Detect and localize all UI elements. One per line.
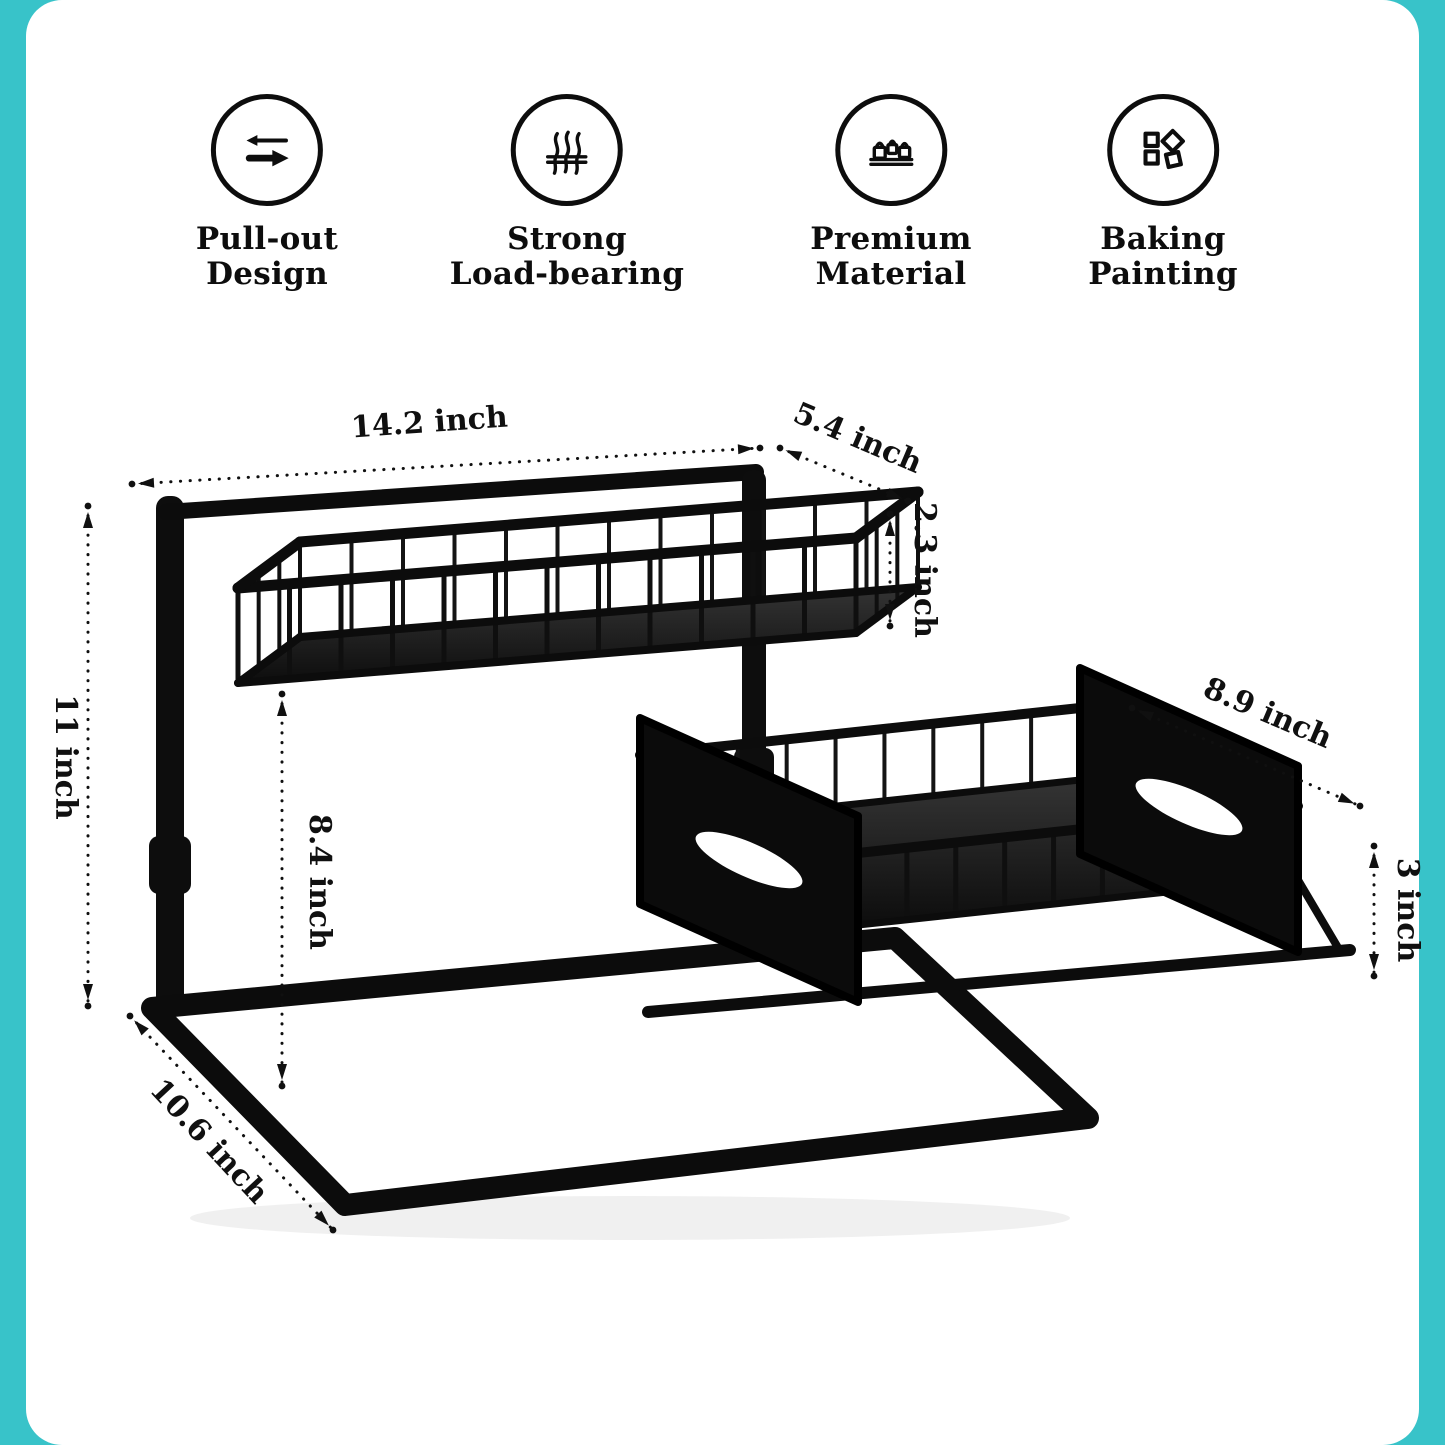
dimension-tray-height: 3 inch: [1369, 842, 1425, 980]
feature-label-line: Strong: [507, 221, 627, 257]
shapes-icon: [1107, 94, 1219, 206]
ground-shadow: [190, 1196, 1070, 1240]
dimension-label: 8.4 inch: [302, 814, 337, 950]
feature-label: Premium Material: [810, 222, 971, 291]
dimension-label: 14.2 inch: [350, 400, 509, 446]
top-basket-left-rim: [232, 536, 306, 594]
feature-label-line: Material: [815, 255, 967, 292]
bottom-tray-left-panel: [636, 714, 862, 1006]
dimension-line: [776, 444, 912, 505]
base-frame: [141, 927, 1099, 1216]
slide-rail: [642, 876, 1356, 1018]
feature-label-line: Load-bearing: [449, 255, 685, 292]
left-post: [156, 496, 184, 1014]
feature-label: Pull-out Design: [196, 222, 338, 291]
load-bearing-icon-glyph: [546, 130, 588, 175]
feature-pull-out-design: Pull-out Design: [196, 94, 338, 291]
feature-label-line: Painting: [1088, 255, 1238, 292]
bottom-tray: [635, 664, 1303, 1006]
left-post-adjuster: [149, 836, 191, 894]
dimension-label: 2.3 inch: [907, 502, 942, 638]
dimension-frame-height: 11 inch: [48, 502, 93, 1010]
top-rail: [158, 464, 764, 520]
dimension-label: 10.6 inch: [143, 1072, 276, 1211]
feature-label-line: Premium: [810, 221, 972, 257]
top-basket: [232, 486, 924, 687]
dimension-line: [126, 1012, 337, 1234]
weights-icon: [834, 94, 947, 206]
pull-out-icon-glyph: [245, 135, 289, 167]
feature-label-line: Baking: [1100, 221, 1226, 257]
dimension-top-depth: 5.4 inch: [776, 396, 927, 505]
dimension-line: [128, 444, 764, 488]
top-basket-front-rim: [232, 532, 862, 594]
dimension-base-depth: 10.6 inch: [126, 1012, 337, 1234]
feature-baking-painting: Baking Painting: [1088, 94, 1238, 291]
feature-label-line: Pull-out: [195, 221, 339, 257]
dimension-top-height: 2.3 inch: [885, 502, 942, 638]
load-bearing-icon: [510, 94, 623, 206]
dimension-label: 5.4 inch: [788, 396, 927, 481]
feature-premium-material: Premium Material: [810, 94, 971, 291]
top-basket-floor: [238, 587, 918, 683]
dimension-clearance-height: 8.4 inch: [277, 690, 337, 1090]
dimension-label: 11 inch: [48, 694, 83, 820]
shapes-icon-glyph: [1143, 128, 1185, 170]
pull-out-icon: [210, 94, 323, 206]
feature-strong-load-bearing: Strong Load-bearing: [450, 94, 685, 291]
feature-label: Baking Painting: [1088, 222, 1238, 291]
feature-label: Strong Load-bearing: [450, 222, 685, 291]
left-handle-cutout: [695, 831, 803, 889]
feature-label-line: Design: [206, 255, 328, 292]
dimension-label: 3 inch: [1390, 858, 1425, 963]
weights-icon-glyph: [868, 139, 914, 166]
